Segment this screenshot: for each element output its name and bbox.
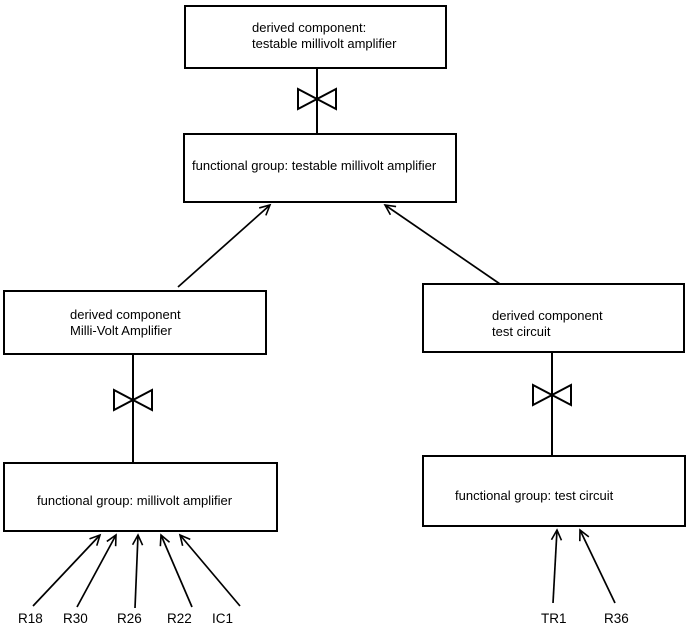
node-label: functional group: testable millivolt amp…: [192, 158, 437, 173]
arrow-r36-to-fg-test: [579, 528, 616, 604]
arrow-derived-millivolt-to-fg-testable: [177, 203, 272, 288]
leaf-label-r36: R36: [604, 611, 629, 626]
arrow-r30-to-fg-millivolt: [76, 533, 117, 608]
leaf-label-tr1: TR1: [541, 611, 567, 626]
node-label-line2: Milli-Volt Amplifier: [70, 323, 172, 338]
node-fg-testable-millivolt-amplifier: functional group: testable millivolt amp…: [183, 133, 457, 203]
leaf-label-ic1: IC1: [212, 611, 234, 626]
bowtie-icon: [532, 383, 572, 407]
node-fg-test-circuit: functional group: test circuit: [422, 455, 686, 527]
node-derived-testable-millivolt-amplifier: derived component: testable millivolt am…: [184, 5, 447, 69]
arrow-r26-to-fg-millivolt: [131, 533, 144, 609]
leaf-label-r22: R22: [167, 611, 192, 626]
node-fg-millivolt-amplifier: functional group: millivolt amplifier: [3, 462, 278, 532]
arrow-r22-to-fg-millivolt: [159, 533, 193, 608]
node-label: functional group: test circuit: [455, 488, 614, 503]
arrow-ic1-to-fg-millivolt: [178, 533, 241, 607]
node-label-line1: derived component: [492, 308, 603, 323]
node-label-line1: derived component:: [252, 20, 367, 35]
node-label-line1: derived component: [70, 307, 181, 322]
node-label: functional group: millivolt amplifier: [37, 493, 233, 508]
leaf-label-r26: R26: [117, 611, 142, 626]
bowtie-icon: [113, 388, 153, 412]
arrow-r18-to-fg-millivolt: [32, 533, 102, 607]
node-label-line2: testable millivolt amplifier: [252, 36, 397, 51]
node-label-line2: test circuit: [492, 324, 551, 339]
arrow-derived-test-to-fg-testable: [383, 203, 501, 285]
bowtie-icon: [297, 87, 337, 111]
leaf-label-r18: R18: [18, 611, 43, 626]
arrow-tr1-to-fg-test: [550, 528, 563, 604]
node-derived-millivolt-amplifier: derived component Milli-Volt Amplifier: [3, 290, 267, 355]
leaf-label-r30: R30: [63, 611, 88, 626]
node-derived-test-circuit: derived component test circuit: [422, 283, 685, 353]
